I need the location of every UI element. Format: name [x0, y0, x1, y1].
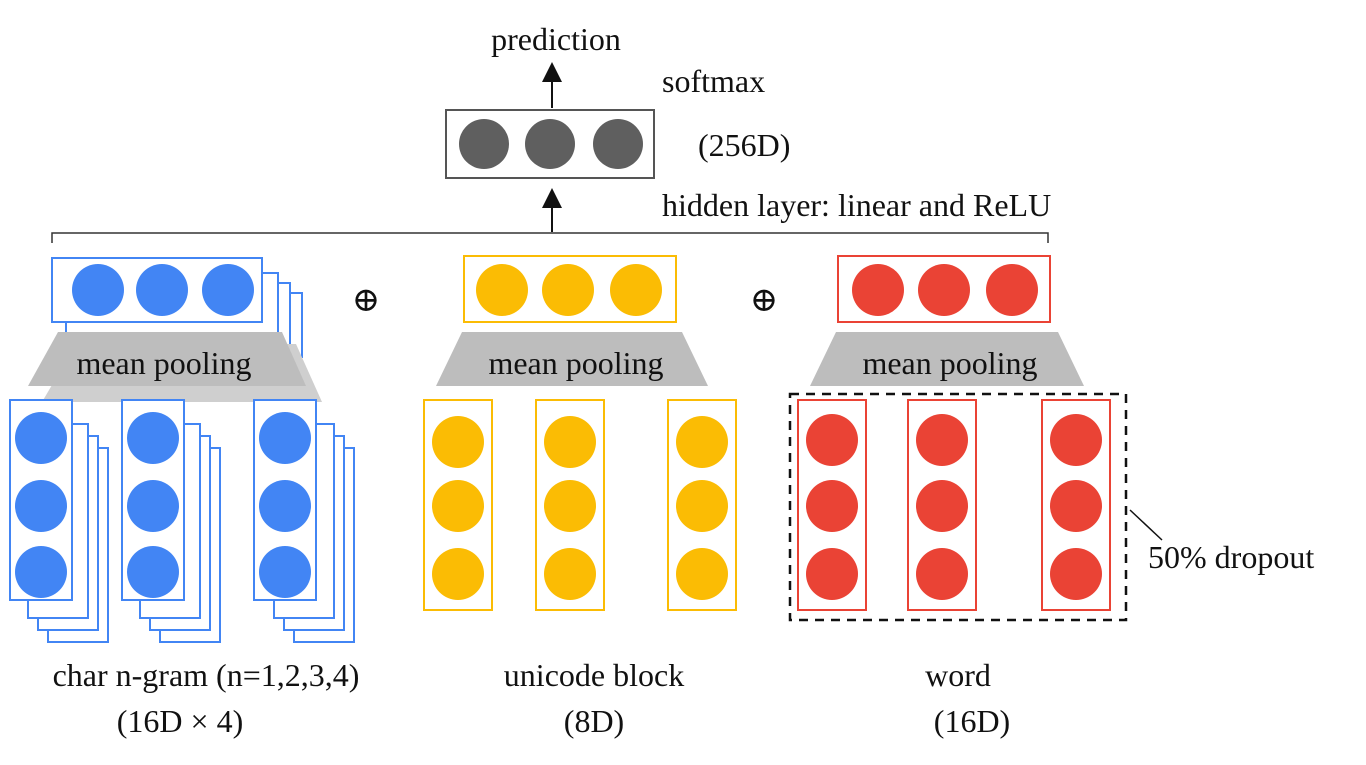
- unicode-branch: mean pooling unicode block (8D): [423, 255, 737, 739]
- concat-operator-left: ⊕: [352, 282, 381, 319]
- concat-bracket: [51, 232, 1049, 243]
- unicode-pooling-trapezoid: [436, 332, 708, 386]
- prediction-label: prediction: [491, 21, 621, 57]
- char-column-3: [253, 399, 355, 643]
- word-caption-line1: word: [925, 657, 991, 693]
- dropout-label: 50% dropout: [1148, 539, 1314, 575]
- char-caption-line1: char n-gram (n=1,2,3,4): [53, 657, 360, 693]
- hidden-layer-label: hidden layer: linear and ReLU: [662, 187, 1051, 223]
- word-pooled-vector: [837, 255, 1051, 323]
- char-column-2: [121, 399, 221, 643]
- word-column-3: [1041, 399, 1111, 611]
- unicode-column-1: [423, 399, 493, 611]
- word-pooling-trapezoid: [810, 332, 1084, 386]
- word-pooling-label: mean pooling: [862, 345, 1037, 381]
- hidden-dim-label: (256D): [698, 127, 790, 163]
- dropout-box: [788, 392, 1128, 622]
- unicode-column-2: [535, 399, 605, 611]
- unicode-caption-line2: (8D): [564, 703, 624, 739]
- word-column-1: [797, 399, 867, 611]
- char-branch: mean pooling char: [9, 257, 360, 739]
- unicode-column-3: [667, 399, 737, 611]
- unicode-pooled-vector: [463, 255, 677, 323]
- char-column-1: [9, 399, 109, 643]
- hidden-unit: [593, 119, 643, 169]
- unicode-pooling-label: mean pooling: [488, 345, 663, 381]
- word-branch: mean pooling 50% dropout word (16D): [788, 255, 1314, 739]
- dropout-leader-line: [1129, 509, 1163, 541]
- softmax-label: softmax: [662, 63, 765, 99]
- word-caption-line2: (16D): [934, 703, 1010, 739]
- char-caption-line2: (16D × 4): [117, 703, 243, 739]
- hidden-layer-box: [445, 109, 655, 179]
- char-pooling-trapezoid: [28, 332, 306, 386]
- unicode-caption-line1: unicode block: [504, 657, 684, 693]
- char-pooling-label: mean pooling: [76, 345, 251, 381]
- hidden-unit: [525, 119, 575, 169]
- concat-operator-right: ⊕: [750, 282, 779, 319]
- hidden-unit: [459, 119, 509, 169]
- word-column-2: [907, 399, 977, 611]
